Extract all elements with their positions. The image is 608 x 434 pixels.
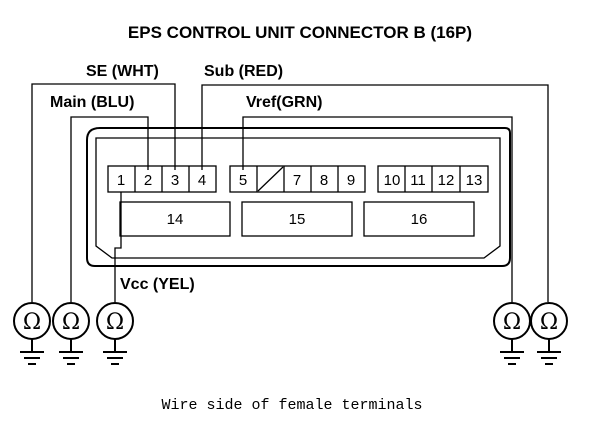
wire-sub xyxy=(201,84,549,302)
ohm-icon: Ω xyxy=(23,310,41,335)
terminal-8: 8 xyxy=(320,172,328,189)
ohm-icon: Ω xyxy=(106,310,124,335)
terminal-14-box xyxy=(119,201,231,237)
terminal-14: 14 xyxy=(167,211,184,228)
wire-label-vref: Vref(GRN) xyxy=(246,94,322,111)
terminal-3: 3 xyxy=(171,172,179,189)
wire-vcc xyxy=(114,192,122,302)
terminal-10: 10 xyxy=(384,172,401,189)
diagram-title: EPS CONTROL UNIT CONNECTOR B (16P) xyxy=(128,23,472,42)
wire-se xyxy=(31,83,176,302)
ohmmeter-1: Ω xyxy=(13,302,51,365)
wire-vref xyxy=(242,116,513,302)
wire-main xyxy=(70,116,149,302)
ohmmeter-4: Ω xyxy=(493,302,531,365)
wire-label-main: Main (BLU) xyxy=(50,94,134,111)
terminal-11: 11 xyxy=(410,172,426,189)
terminal-1: 1 xyxy=(117,172,125,189)
terminal-group-5-9 xyxy=(229,165,366,193)
ohmmeter-3: Ω xyxy=(96,302,134,365)
unused-terminal-slash xyxy=(257,166,284,192)
terminal-2: 2 xyxy=(144,172,152,189)
wire-label-se: SE (WHT) xyxy=(86,63,159,80)
terminal-12: 12 xyxy=(438,172,455,189)
terminal-5: 5 xyxy=(239,172,247,189)
ohmmeter-2: Ω xyxy=(52,302,90,365)
terminal-16-box xyxy=(363,201,475,237)
terminal-15-box xyxy=(241,201,353,237)
terminal-7: 7 xyxy=(293,172,301,189)
diagram-caption: Wire side of female terminals xyxy=(161,397,422,414)
terminal-4: 4 xyxy=(198,172,206,189)
connector-housing xyxy=(86,127,511,267)
wire-label-vcc: Vcc (YEL) xyxy=(120,276,195,293)
terminal-group-1-4 xyxy=(107,165,217,193)
wire-label-sub: Sub (RED) xyxy=(204,63,283,80)
terminal-13: 13 xyxy=(466,172,483,189)
terminal-16: 16 xyxy=(411,211,428,228)
terminal-15: 15 xyxy=(289,211,306,228)
terminal-group-10-13 xyxy=(377,165,489,193)
ohm-icon: Ω xyxy=(62,310,80,335)
ohmmeter-5: Ω xyxy=(530,302,568,365)
terminal-9: 9 xyxy=(347,172,355,189)
ohm-icon: Ω xyxy=(540,310,558,335)
ohm-icon: Ω xyxy=(503,310,521,335)
